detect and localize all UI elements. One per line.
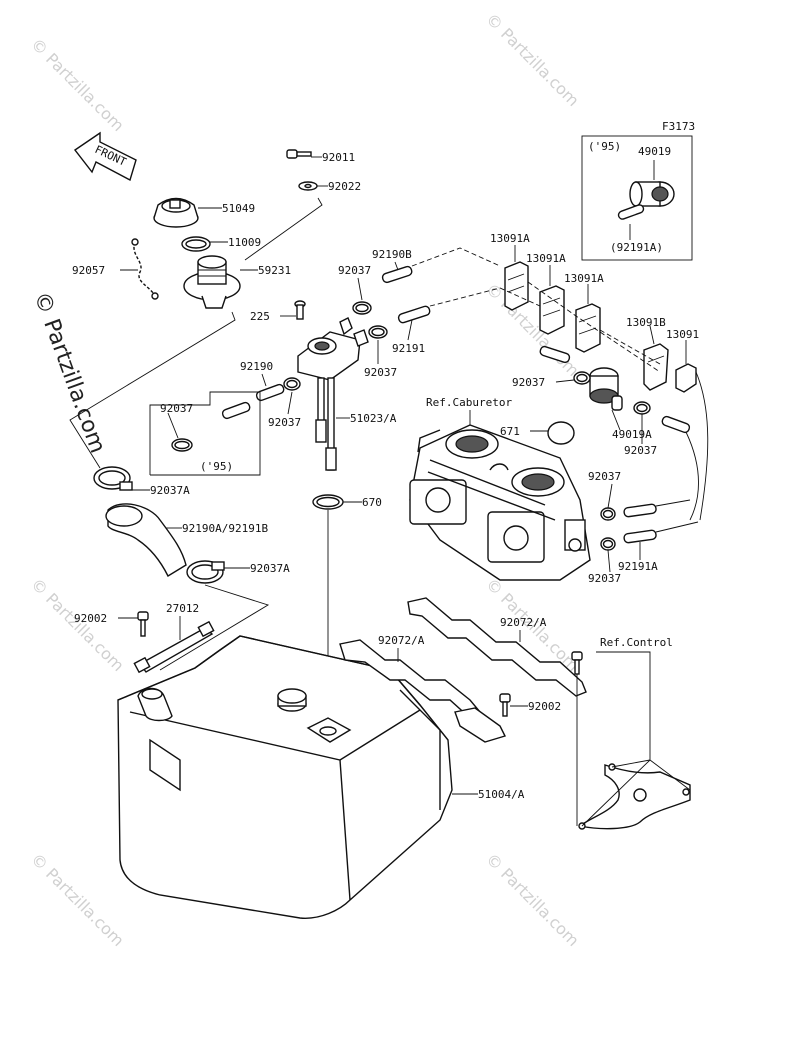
part-label: (92191A) xyxy=(610,241,663,254)
carburetor-assembly xyxy=(409,424,591,581)
part-label: 92002 xyxy=(528,700,561,713)
inset-95-right xyxy=(581,135,693,261)
fuel-tank-51004A xyxy=(117,635,478,919)
retainer-13091A xyxy=(575,284,601,353)
part-label: 92037 xyxy=(364,366,397,379)
clamp-92037 xyxy=(600,483,616,521)
part-label: 92037 xyxy=(512,376,545,389)
screw-225 xyxy=(280,300,306,320)
part-label: 92037 xyxy=(338,264,371,277)
part-label: 92022 xyxy=(328,180,361,193)
clamp-92037A xyxy=(93,466,150,491)
o-ring-11009 xyxy=(181,236,228,252)
part-label: 51049 xyxy=(222,202,255,215)
part-label: 13091A xyxy=(564,272,604,285)
part-label: 92191A xyxy=(618,560,658,573)
reference-label: Ref.Control xyxy=(600,636,673,649)
clamp-92037 xyxy=(600,537,616,573)
part-label: 92011 xyxy=(322,151,355,164)
band-27012 xyxy=(133,616,215,674)
year-label: ('95) xyxy=(588,140,621,153)
side-watermark: © Partzilla.com xyxy=(28,289,110,457)
part-label: 13091A xyxy=(490,232,530,245)
watermark: © Partzilla.com xyxy=(482,849,583,950)
part-label: 92002 xyxy=(74,612,107,625)
part-label: 92072/A xyxy=(378,634,425,647)
hose-92191 xyxy=(397,305,431,324)
filler-neck-59231 xyxy=(183,255,258,309)
retainer-13091A xyxy=(504,245,529,311)
clamp-92037 xyxy=(555,371,591,385)
routing-lines xyxy=(411,247,661,373)
part-label: 51023/A xyxy=(350,412,397,425)
watermark: © Partzilla.com xyxy=(27,849,128,950)
hose-92190B xyxy=(381,265,413,284)
part-label: 92190 xyxy=(240,360,273,373)
inset-95-left xyxy=(149,391,261,476)
clamp-92037 xyxy=(283,377,301,391)
watermark: © Partzilla.com xyxy=(27,34,128,135)
fuel-valve-51023A xyxy=(297,317,369,471)
part-label: 225 xyxy=(250,310,270,323)
figure-code: F3173 xyxy=(662,120,695,133)
retainer-13091B xyxy=(643,325,669,391)
clamp-92037 xyxy=(633,401,651,444)
part-label: 11009 xyxy=(228,236,261,249)
hose-92191A xyxy=(617,204,645,220)
hose xyxy=(623,503,657,518)
part-label: 59231 xyxy=(258,264,291,277)
part-label: 92191 xyxy=(392,342,425,355)
washer-92022 xyxy=(298,181,328,191)
clamp-92037A xyxy=(186,560,250,584)
part-label: 671 xyxy=(500,425,520,438)
bolt-92002 xyxy=(118,611,149,637)
part-label: 92037 xyxy=(160,402,193,415)
o-ring-671 xyxy=(530,421,575,445)
year-label: ('95) xyxy=(200,460,233,473)
part-label: 92037 xyxy=(588,470,621,483)
part-label: 49019 xyxy=(638,145,671,158)
part-label: 51004/A xyxy=(478,788,525,801)
part-label: 92037A xyxy=(250,562,290,575)
part-label: 13091B xyxy=(626,316,666,329)
retainer-13091A xyxy=(539,265,565,335)
hose-92190 xyxy=(221,383,285,420)
reference-label: Ref.Caburetor xyxy=(426,396,512,409)
clamp-92037 xyxy=(368,325,388,339)
retainer-13091 xyxy=(675,340,697,393)
part-label: 27012 xyxy=(166,602,199,615)
mat-92072A-right xyxy=(407,597,587,697)
part-label: 49019A xyxy=(612,428,652,441)
watermark: © Partzilla.com xyxy=(482,9,583,110)
hose xyxy=(539,345,571,364)
bolt-92011 xyxy=(286,149,322,159)
mat-92072A-left xyxy=(339,639,506,743)
o-ring-670 xyxy=(312,494,362,510)
part-label: 92057 xyxy=(72,264,105,277)
hose-92190A-92191B xyxy=(105,503,187,577)
part-label: 92190A/92191B xyxy=(182,522,268,535)
hose xyxy=(661,415,691,434)
part-label: 92037 xyxy=(268,416,301,429)
control-bracket xyxy=(571,651,691,830)
part-label: 92190B xyxy=(372,248,412,261)
filter-49019 xyxy=(629,181,675,207)
part-label: 92072/A xyxy=(500,616,547,629)
bolt-92002 xyxy=(499,693,528,717)
strap-92057 xyxy=(120,238,159,300)
front-arrow: FRONT xyxy=(73,131,137,182)
part-label: 13091A xyxy=(526,252,566,265)
fuel-filter-49019A xyxy=(589,367,623,431)
clamp-92037 xyxy=(352,301,372,315)
part-label: 670 xyxy=(362,496,382,509)
clamp-92037 xyxy=(171,438,193,452)
watermark: © Partzilla.com xyxy=(482,279,583,380)
part-label: 92037A xyxy=(150,484,190,497)
part-label: 92037 xyxy=(588,572,621,585)
fuel-cap-51049 xyxy=(153,197,222,228)
hose xyxy=(623,529,657,544)
part-label: 13091 xyxy=(666,328,699,341)
part-label: 92037 xyxy=(624,444,657,457)
